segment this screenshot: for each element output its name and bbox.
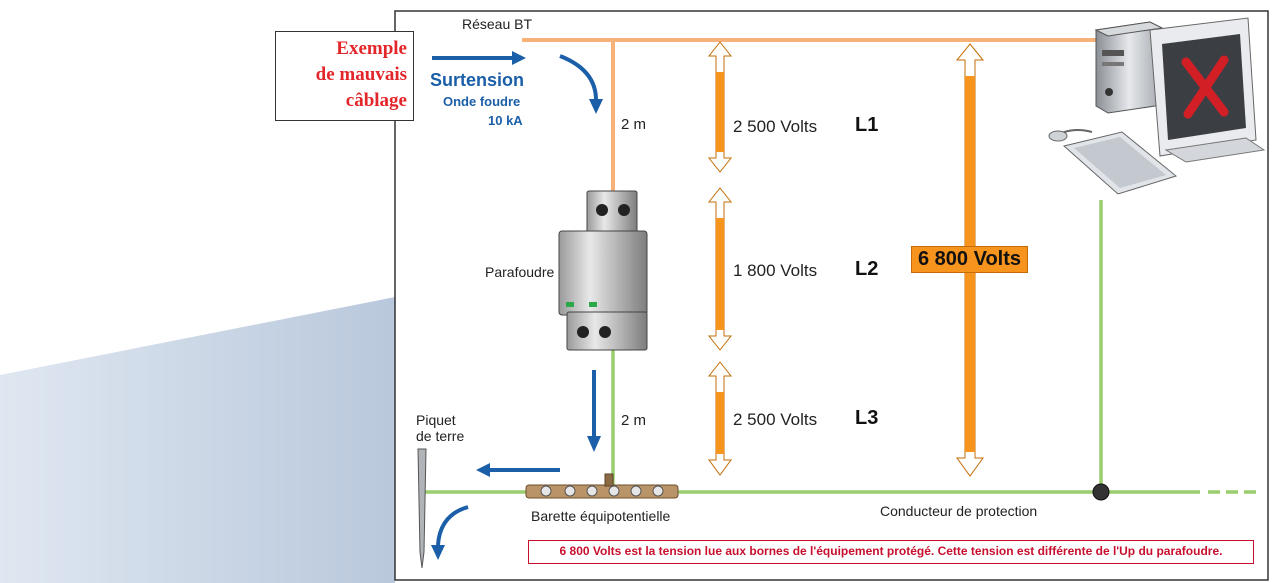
voltage-arrow-l1 [707, 41, 733, 173]
ground-label-line2: de terre [416, 428, 465, 444]
surge-title: Surtension [430, 70, 525, 90]
voltage-l3-segment: L3 [855, 407, 879, 429]
voltage-l1-segment: L1 [855, 114, 879, 136]
callout-line-1: Exemple [336, 38, 407, 59]
distance-top: 2 m [621, 116, 647, 133]
busbar-label: Barette équipotentielle [531, 508, 671, 524]
network-label: Réseau BT [462, 16, 533, 32]
ground-rod-icon [417, 448, 427, 569]
surge-arrester-icon [558, 190, 648, 351]
surge-arrow-in [432, 51, 526, 65]
footnote-box: 6 800 Volts est la tension lue aux borne… [528, 540, 1254, 564]
voltage-l2-segment: L2 [855, 258, 879, 280]
voltage-arrow-l3 [707, 361, 733, 476]
surge-subtitle: Onde foudre [443, 94, 521, 109]
ground-label-line1: Piquet [416, 412, 456, 428]
network-wire [522, 38, 1100, 195]
distance-bottom: 2 m [621, 412, 647, 429]
bad-wiring-callout: Exemple de mauvais câblage [275, 31, 414, 121]
ground-arrow-curve [436, 505, 469, 546]
voltage-l3-value: 2 500 Volts [733, 410, 818, 429]
voltage-l2-value: 1 800 Volts [733, 261, 818, 280]
surge-arrow-curve-head [589, 99, 603, 114]
voltage-arrow-l2 [707, 187, 733, 351]
protection-label: Conducteur de protection [880, 503, 1038, 519]
voltage-l1-value: 2 500 Volts [733, 117, 818, 136]
keyboard-icon [1048, 129, 1178, 195]
callout-line-3: câblage [345, 90, 407, 111]
surge-arrow-curve [559, 54, 598, 101]
busbar-icon [525, 473, 679, 499]
surge-current: 10 kA [488, 113, 523, 128]
surge-arrow-down [587, 370, 601, 452]
junction-node [1092, 483, 1110, 501]
arrester-label: Parafoudre [485, 264, 555, 280]
surge-arrow-left [476, 463, 560, 477]
callout-line-2: de mauvais [315, 64, 407, 85]
total-voltage-label: 6 800 Volts [911, 246, 1029, 273]
error-x-icon [1181, 55, 1229, 119]
ground-arrow-head [431, 545, 445, 560]
